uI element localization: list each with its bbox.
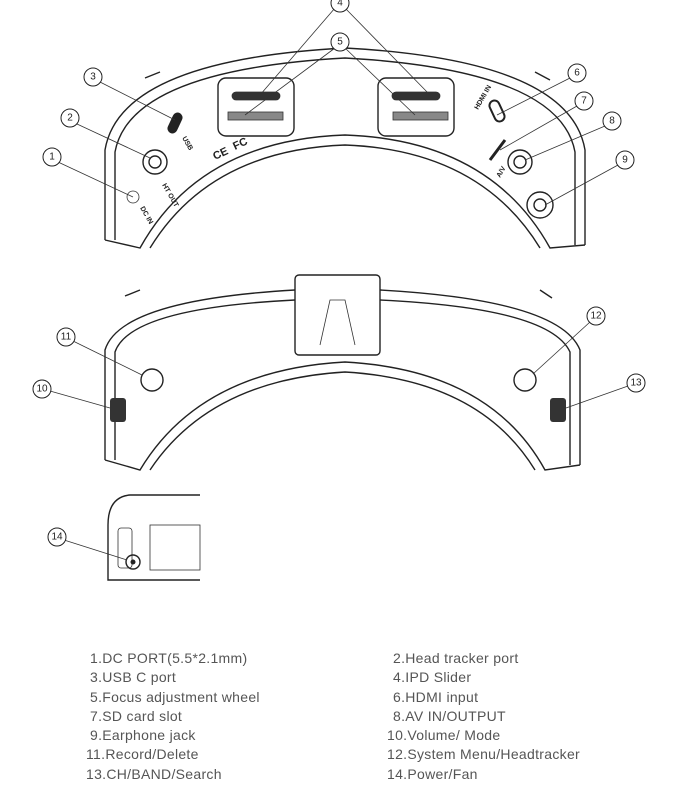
legend-item: 5.Focus adjustment wheel (90, 688, 260, 705)
ce-mark: CE (211, 145, 230, 162)
record-button (140, 368, 164, 392)
callout-6: 6 (574, 68, 580, 79)
callout-14: 14 (51, 532, 63, 543)
legend-item: 14.Power/Fan (387, 765, 478, 782)
legend-item: 7.SD card slot (90, 707, 183, 724)
callout-12: 12 (590, 311, 602, 322)
callout-10: 10 (36, 384, 48, 395)
sd-card-slot (488, 139, 507, 161)
callout-9: 9 (622, 155, 628, 166)
legend-item: 2.Head tracker port (393, 650, 519, 666)
bottom-view (104, 274, 581, 471)
usb-label: USB (180, 136, 193, 152)
menu-button (513, 368, 537, 392)
legend-item: 8.AV IN/OUTPUT (393, 707, 506, 724)
callouts: 1 2 3 4 5 6 7 8 9 10 11 12 13 14 (32, 0, 646, 547)
legend-left: 1.DC PORT(5.5*2.1mm) 3.USB C port 5.Focu… (86, 649, 260, 784)
callout-1: 1 (49, 152, 55, 163)
legend-right: 2.Head tracker port 4.IPD Slider 6.HDMI … (387, 649, 580, 784)
earphone-jack (526, 191, 554, 219)
usb-c-port (167, 112, 183, 134)
av-port (507, 149, 533, 175)
top-view: USB HT OUT DC IN HDMI IN A/V CE FC (104, 47, 586, 249)
volume-wheel (110, 398, 126, 422)
legend-item: 13.CH/BAND/Search (86, 765, 222, 782)
legend-item: 9.Earphone jack (90, 727, 196, 744)
hdmi-port (488, 99, 506, 123)
legend-item: 1.DC PORT(5.5*2.1mm) (90, 650, 248, 666)
fc-mark: FC (231, 136, 249, 153)
legend-item: 10.Volume/ Mode (387, 727, 501, 744)
channel-wheel (550, 398, 566, 422)
power-button (125, 554, 141, 570)
callout-4: 4 (337, 0, 343, 9)
goggles-diagram: USB HT OUT DC IN HDMI IN A/V CE FC (32, 0, 646, 581)
av-label: A/V (496, 165, 508, 179)
callout-3: 3 (90, 72, 96, 83)
dc-port (126, 190, 140, 204)
callout-11: 11 (61, 332, 72, 343)
callout-5: 5 (337, 37, 343, 48)
dc-in-label: DC IN (138, 206, 154, 226)
legend-item: 3.USB C port (90, 669, 177, 686)
legend-item: 4.IPD Slider (393, 669, 472, 686)
callout-13: 13 (630, 378, 642, 389)
callout-7: 7 (581, 96, 587, 107)
legend-item: 12.System Menu/Headtracker (387, 746, 580, 763)
head-tracker-port (142, 149, 168, 175)
legend-item: 11.Record/Delete (86, 746, 199, 763)
callout-8: 8 (609, 116, 615, 127)
side-view (63, 494, 201, 581)
callout-2: 2 (67, 113, 73, 124)
connector-mount (294, 274, 381, 356)
legend-item: 6.HDMI input (393, 688, 479, 705)
